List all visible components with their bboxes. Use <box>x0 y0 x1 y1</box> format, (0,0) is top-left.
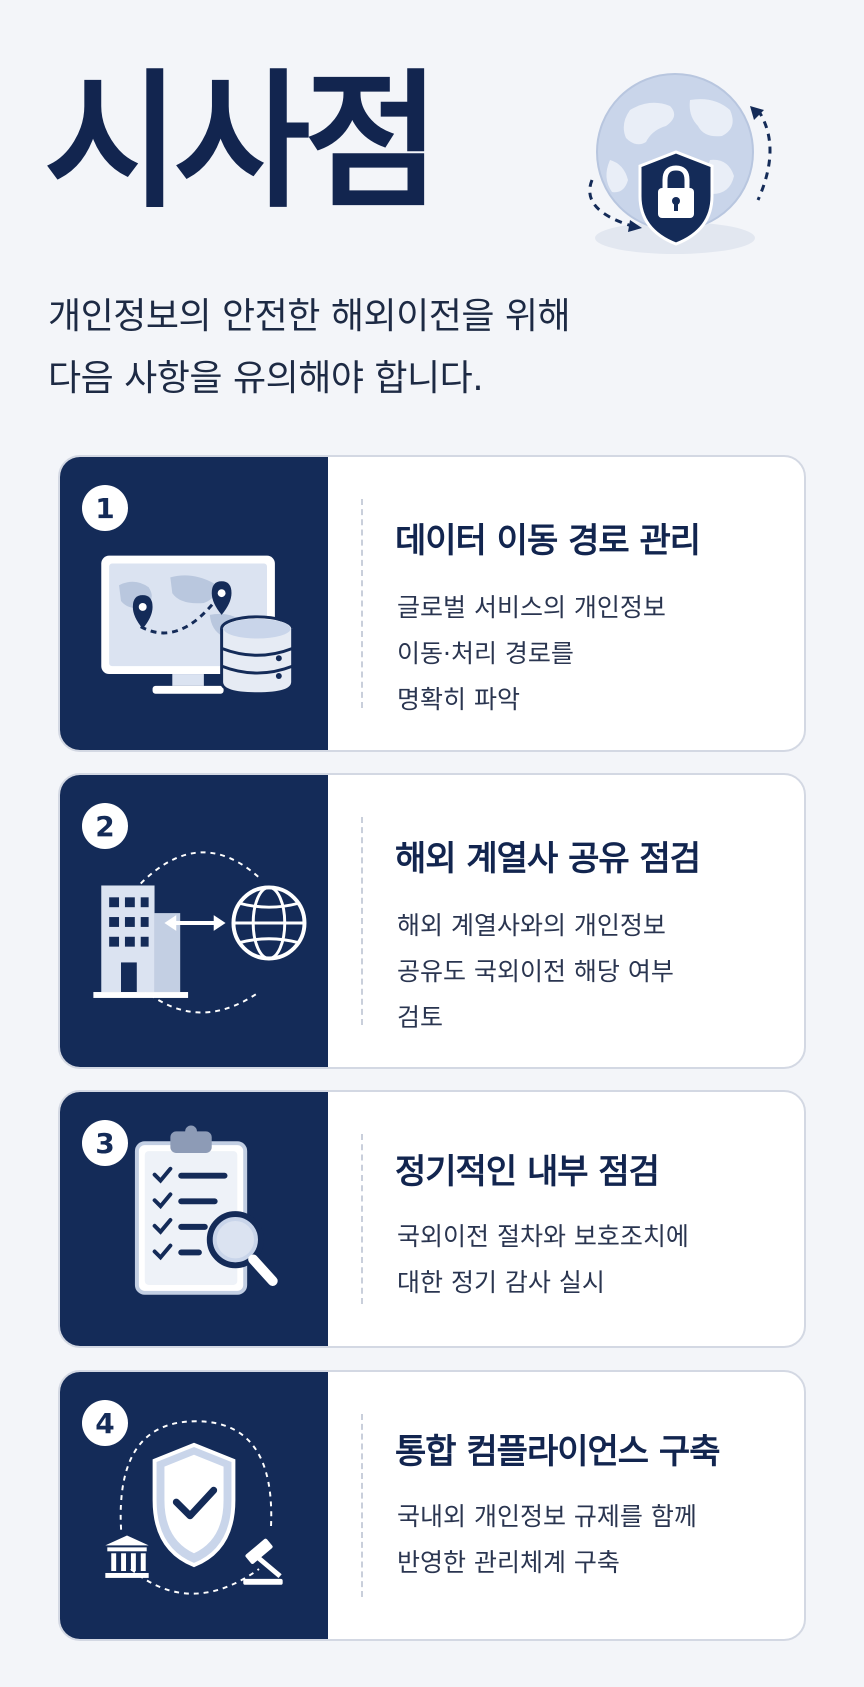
subtitle: 개인정보의 안전한 해외이전을 위해 다음 사항을 유의해야 합니다. <box>48 286 571 410</box>
card-affiliate-sharing: 2 해외 계열사 공유 점검 해외 계열사와의 개인정보 공 <box>58 773 806 1069</box>
clipboard-magnifier-icon <box>134 1125 278 1295</box>
card-data-route: 1 데이터 이동 경로 관리 <box>58 455 806 752</box>
monitor-map-database-icon <box>101 555 295 696</box>
page-title: 시사점 <box>44 56 440 228</box>
card-illustration-panel: 4 <box>60 1372 328 1639</box>
card-integrated-compliance: 4 통합 컴플라이언스 구축 국내외 개인정 <box>58 1370 806 1641</box>
building-globe-exchange-icon <box>93 851 307 1014</box>
card-title: 해외 계열사 공유 점검 <box>395 839 701 879</box>
card-illustration-panel: 3 <box>60 1092 328 1346</box>
number-badge: 3 <box>82 1120 128 1166</box>
desc-line: 이동·처리 경로를 <box>397 639 574 668</box>
divider <box>361 499 363 708</box>
desc-line: 글로벌 서비스의 개인정보 <box>397 593 666 622</box>
header: 시사점 개인정보의 안전한 해외이전을 위해 다음 사항을 유의해야 합니다. <box>0 0 864 440</box>
desc-line: 명확히 파악 <box>397 685 520 714</box>
divider <box>361 817 363 1025</box>
number-badge: 1 <box>82 485 128 531</box>
desc-line: 검토 <box>397 1003 444 1032</box>
divider <box>361 1134 363 1304</box>
card-description: 해외 계열사와의 개인정보 공유도 국외이전 해당 여부 검토 <box>397 903 674 1041</box>
card-illustration-panel: 1 <box>60 457 328 750</box>
card-description: 국내외 개인정보 규제를 함께 반영한 관리체계 구축 <box>397 1494 697 1586</box>
subtitle-line: 다음 사항을 유의해야 합니다. <box>48 358 484 399</box>
card-internal-audit: 3 정기적인 내부 점검 국외이전 절차와 보호조치 <box>58 1090 806 1348</box>
globe-shield-lock-icon <box>570 70 810 290</box>
card-illustration-panel: 2 <box>60 775 328 1067</box>
number-badge: 2 <box>82 803 128 849</box>
card-description: 국외이전 절차와 보호조치에 대한 정기 감사 실시 <box>397 1214 689 1306</box>
number-badge: 4 <box>82 1400 128 1446</box>
card-title: 통합 컴플라이언스 구축 <box>395 1432 720 1472</box>
card-description: 글로벌 서비스의 개인정보 이동·처리 경로를 명확히 파악 <box>397 585 666 723</box>
divider <box>361 1414 363 1597</box>
desc-line: 해외 계열사와의 개인정보 <box>397 911 666 940</box>
card-title: 데이터 이동 경로 관리 <box>395 521 701 561</box>
subtitle-line: 개인정보의 안전한 해외이전을 위해 <box>48 296 571 337</box>
desc-line: 국외이전 절차와 보호조치에 <box>397 1222 689 1251</box>
shield-check-compliance-icon <box>105 1420 283 1595</box>
desc-line: 대한 정기 감사 실시 <box>397 1268 605 1297</box>
desc-line: 반영한 관리체계 구축 <box>397 1548 620 1577</box>
card-title: 정기적인 내부 점검 <box>395 1152 660 1192</box>
desc-line: 공유도 국외이전 해당 여부 <box>397 957 674 986</box>
desc-line: 국내외 개인정보 규제를 함께 <box>397 1502 697 1531</box>
